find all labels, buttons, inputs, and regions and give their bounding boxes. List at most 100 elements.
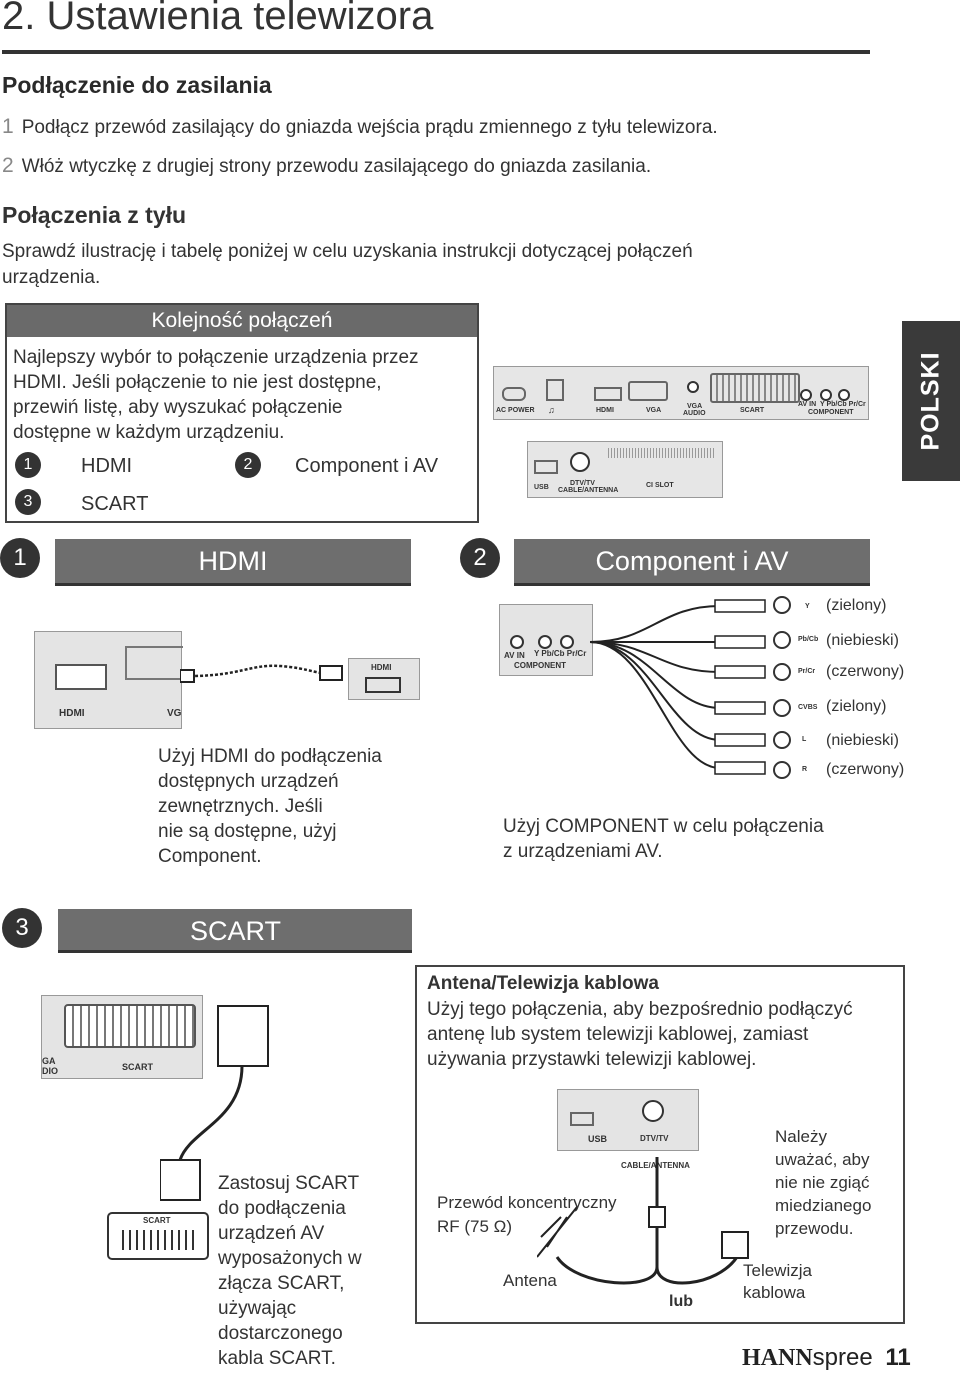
- section-2-number: 2: [460, 538, 500, 578]
- text-line: Użyj COMPONENT w celu połączenia: [503, 816, 824, 837]
- note-line: nie nie zgiąć: [775, 1173, 870, 1192]
- note-line: Należy: [775, 1127, 827, 1146]
- antenna-text: Użyj tego połączenia, aby bezpośrednio p…: [427, 997, 853, 1072]
- coax-cable-diagram: [537, 1157, 749, 1285]
- ypbpr-label: Y Pb/Cb Pr/Cr: [534, 649, 587, 658]
- coax-impedance-label: RF (75 Ω): [437, 1217, 513, 1236]
- panel-hdmi-label: HDMI: [596, 407, 614, 414]
- coax-cable-label: Przewód koncentryczny: [437, 1193, 617, 1212]
- box-line: dostępne w każdym urządzeniu.: [13, 422, 285, 443]
- page-number: 11: [885, 1344, 911, 1371]
- rear-intro-1: Sprawdź ilustrację i tabelę poniżej w ce…: [2, 241, 693, 262]
- text-line: urządzeń AV: [218, 1223, 325, 1244]
- text-line: zewnętrznych. Jeśli: [158, 796, 323, 817]
- panel-cable-antenna-label: CABLE/ANTENNA: [558, 487, 619, 494]
- box-header: Kolejność połączeń: [7, 305, 477, 337]
- scart-port-icon: [710, 373, 800, 403]
- antenna-label: Antena: [503, 1271, 557, 1290]
- step-text: Włóż wtyczkę z drugiej strony przewodu z…: [21, 156, 652, 177]
- pr-jack-icon: [838, 389, 850, 401]
- order-label-scart: SCART: [81, 493, 149, 515]
- section-3-text: Zastosuj SCART do podłączenia urządzeń A…: [218, 1171, 362, 1371]
- panel-usb-label: USB: [534, 484, 549, 491]
- brand-bold: HANN: [742, 1345, 813, 1371]
- usb-port-icon: [570, 1112, 594, 1126]
- hdmi-device-port-icon: [365, 677, 401, 693]
- plug-pb-jack-icon: [773, 631, 791, 649]
- section-1-text: Użyj HDMI do podłączenia dostępnych urzą…: [158, 744, 382, 869]
- plug-r-jack-icon: [773, 761, 791, 779]
- section-2-bar: Component i AV: [514, 539, 870, 586]
- hdmi-port-icon: [594, 387, 622, 401]
- plug-l-jack-icon: [773, 731, 791, 749]
- text-line: dostarczonego: [218, 1323, 343, 1344]
- order-number-2: 2: [235, 452, 261, 478]
- scart-cable: [160, 1005, 269, 1201]
- tv-rear-panel-top: AC POWER ♫ HDMI VGA VGA AUDIO SCART AV I…: [493, 366, 869, 420]
- cable-tv-label-2: kablowa: [743, 1283, 806, 1302]
- order-number-3: 3: [15, 489, 41, 515]
- antenna-dtv-label: DTV/TV: [640, 1134, 669, 1143]
- text-line: używając: [218, 1298, 297, 1319]
- component-cables: [590, 599, 766, 775]
- panel-dtv-label: DTV/TV: [570, 480, 595, 487]
- usb-port-icon: [534, 460, 558, 474]
- plug-l-color: (niebieski): [826, 732, 899, 749]
- text-line: Component.: [158, 846, 262, 867]
- vga-port-label: VG: [167, 708, 182, 719]
- note-line: uważać, aby: [775, 1150, 870, 1169]
- antenna-box: Antena/Telewizja kablowa Użyj tego połąc…: [415, 965, 905, 1324]
- text-line: Użyj HDMI do podłączenia: [158, 746, 382, 767]
- step-number: 1: [2, 115, 14, 138]
- component-tv-panel: AV IN Y Pb/Cb Pr/Cr COMPONENT: [499, 604, 593, 676]
- text-line: wyposażonych w: [218, 1248, 362, 1269]
- coax-jack-icon: [642, 1100, 664, 1122]
- box-line: HDMI. Jeśli połączenie to nie jest dostę…: [13, 372, 382, 393]
- scart-pins-icon: [117, 1230, 197, 1250]
- component-label: COMPONENT: [514, 661, 566, 670]
- plug-cvbs-jack-icon: [773, 699, 791, 717]
- language-tab: POLSKI: [902, 321, 960, 481]
- antenna-tv-panel: USB DTV/TV: [557, 1089, 699, 1151]
- order-label-component: Component i AV: [295, 455, 439, 477]
- brand-logo: HANNspree 11: [742, 1344, 911, 1372]
- section-2-text: Użyj COMPONENT w celu połączenia z urząd…: [503, 814, 824, 864]
- text-line: złącza SCART,: [218, 1273, 345, 1294]
- text-line: dostępnych urządzeń: [158, 771, 339, 792]
- panel-av-in-label: AV IN: [798, 401, 817, 408]
- scart-tv-panel: GA DIO SCART: [41, 995, 203, 1079]
- plug-y-code: Y: [805, 603, 810, 610]
- brand-light: spree: [812, 1344, 873, 1371]
- rear-heading: Połączenia z tyłu: [2, 202, 187, 228]
- order-number-1: 1: [15, 452, 41, 478]
- plug-pb-color: (niebieski): [826, 632, 899, 649]
- device-hdmi-label: HDMI: [371, 663, 392, 672]
- antenna-heading: Antena/Telewizja kablowa: [427, 973, 659, 994]
- plug-r-code: R: [802, 766, 808, 773]
- vga-audio-jack-icon: [687, 381, 699, 393]
- ac-power-label: AC POWER: [496, 407, 535, 414]
- scart-port-icon: [64, 1004, 196, 1048]
- power-socket-icon: [502, 387, 526, 401]
- box-text: Najlepszy wybór to połączenie urządzenia…: [13, 345, 419, 445]
- text-line: nie są dostępne, użyj: [158, 821, 337, 842]
- text-line: antenę lub system telewizji kablowej, za…: [427, 1024, 809, 1045]
- pr-jack-icon: [560, 635, 574, 649]
- pb-jack-icon: [820, 389, 832, 401]
- rear-intro-2: urządzenia.: [2, 267, 101, 288]
- plug-pr-color: (czerwony): [826, 663, 905, 680]
- section-1-number: 1: [0, 538, 40, 578]
- section-3-bar: SCART: [58, 909, 412, 953]
- antenna-jack-icon: [570, 452, 590, 472]
- scart-plug-label: SCART: [143, 1216, 171, 1225]
- text-line: Zastosuj SCART: [218, 1173, 360, 1194]
- note-line: miedzianego: [775, 1196, 872, 1215]
- power-heading: Podłączenie do zasilania: [2, 72, 272, 98]
- panel-ypbpr-label: Y Pb/Cb Pr/Cr: [820, 401, 866, 408]
- plug-r-color: (czerwony): [826, 761, 905, 778]
- section-3-number: 3: [2, 908, 42, 948]
- pb-jack-icon: [538, 635, 552, 649]
- order-label-hdmi: HDMI: [81, 455, 133, 477]
- language-tab-label: POLSKI: [916, 351, 945, 451]
